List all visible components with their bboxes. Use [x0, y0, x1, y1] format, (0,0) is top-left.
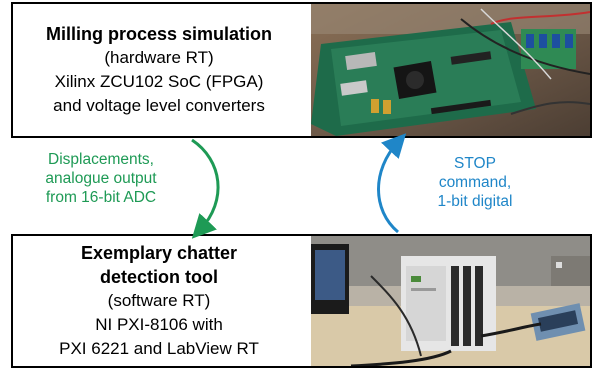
milling-simulation-box: Milling process simulation (hardware RT)… [11, 2, 592, 138]
pxi-system-photo [311, 236, 590, 366]
fpga-board-photo [311, 4, 590, 136]
displacement-label-line1: Displacements, [48, 151, 154, 168]
milling-simulation-title: Milling process simulation [45, 24, 273, 44]
displacement-label-line2: analogue output [45, 170, 157, 187]
chatter-detection-line1: (software RT) [107, 291, 211, 310]
milling-simulation-line2: Xilinx ZCU102 SoC (FPGA) [54, 72, 264, 91]
chatter-detection-box: Exemplary chatter detection tool (softwa… [11, 234, 592, 368]
stop-command-label: STOP command, 1-bit digital [410, 154, 540, 211]
chatter-detection-line3: PXI 6221 and LabView RT [59, 339, 259, 358]
displacement-label: Displacements, analogue output from 16-b… [16, 150, 186, 207]
displacement-label-line3: from 16-bit ADC [45, 189, 157, 206]
stop-command-arrow [377, 133, 407, 234]
stop-command-label-line3: 1-bit digital [437, 193, 513, 210]
milling-simulation-line1: (hardware RT) [104, 48, 214, 67]
stop-command-label-line1: STOP [454, 155, 496, 172]
chatter-detection-line2: NI PXI-8106 with [95, 315, 223, 334]
milling-simulation-text: Milling process simulation (hardware RT)… [13, 4, 305, 136]
chatter-detection-text: Exemplary chatter detection tool (softwa… [13, 236, 305, 366]
chatter-detection-title-1: Exemplary chatter [80, 243, 238, 263]
displacement-arrow [191, 138, 220, 239]
stop-command-label-line2: command, [438, 174, 512, 191]
milling-simulation-line3: and voltage level converters [53, 96, 265, 115]
chatter-detection-title-2: detection tool [100, 267, 218, 287]
